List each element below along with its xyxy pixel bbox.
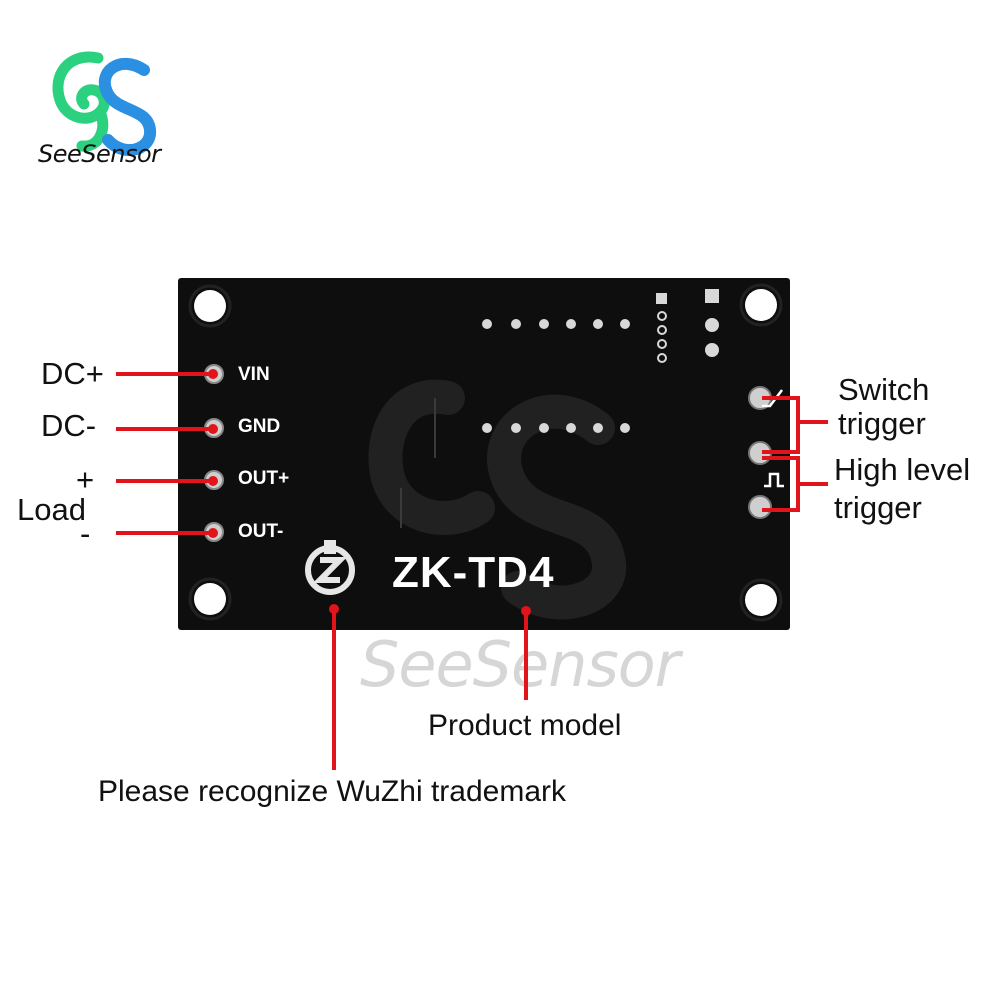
callout-dot: [208, 369, 218, 379]
callout-line: [332, 610, 336, 770]
callout-dc-minus: DC-: [41, 408, 97, 443]
callout-dot: [521, 606, 531, 616]
callout-line: [524, 612, 528, 700]
callout-high-level-2: trigger: [834, 490, 922, 525]
terminal-label-vin: VIN: [238, 364, 270, 385]
logo-text: SeeSensor: [38, 140, 161, 168]
callout-line: [762, 456, 798, 460]
mounting-hole: [194, 583, 226, 615]
terminal-label-outplus: OUT+: [238, 468, 290, 489]
pcb-details: [188, 283, 784, 622]
callout-line: [116, 531, 212, 535]
callout-line: [116, 479, 212, 483]
callout-line: [798, 420, 828, 424]
callout-line: [762, 396, 798, 400]
terminal-pad-high-level: [748, 495, 772, 519]
callout-line: [116, 427, 212, 431]
callout-dot: [208, 528, 218, 538]
callout-dc-plus: DC+: [41, 356, 104, 391]
mounting-hole: [194, 290, 226, 322]
pcb-board: [178, 278, 790, 630]
product-model-label: ZK-TD4: [392, 548, 555, 597]
callout-product-model: Product model: [428, 709, 622, 742]
callout-line: [762, 450, 798, 454]
callout-high-level-1: High level: [834, 452, 971, 487]
callout-load: Load: [17, 492, 86, 527]
callout-dot: [208, 476, 218, 486]
callout-line: [116, 372, 212, 376]
switch-symbol-icon: [762, 389, 783, 408]
callout-switch-trigger-2: trigger: [838, 406, 926, 441]
watermark-text: SeeSensor: [360, 628, 680, 701]
callout-switch-trigger-1: Switch: [838, 372, 930, 407]
wuzhi-trademark-icon: [305, 540, 355, 595]
seesensor-logo-icon: [52, 51, 156, 156]
callout-bracket: [796, 396, 800, 454]
callout-load-plus: +: [76, 462, 95, 497]
mounting-hole: [745, 584, 777, 616]
callout-line: [798, 482, 828, 486]
callout-dot: [329, 604, 339, 614]
callout-dot: [208, 424, 218, 434]
callout-load-minus: -: [80, 516, 91, 551]
terminal-label-gnd: GND: [238, 416, 281, 437]
terminal-label-outminus: OUT-: [238, 521, 284, 542]
callout-trademark: Please recognize WuZhi trademark: [98, 775, 566, 808]
callout-line: [762, 508, 798, 512]
pulse-symbol-icon: [764, 472, 784, 488]
mounting-hole: [745, 289, 777, 321]
